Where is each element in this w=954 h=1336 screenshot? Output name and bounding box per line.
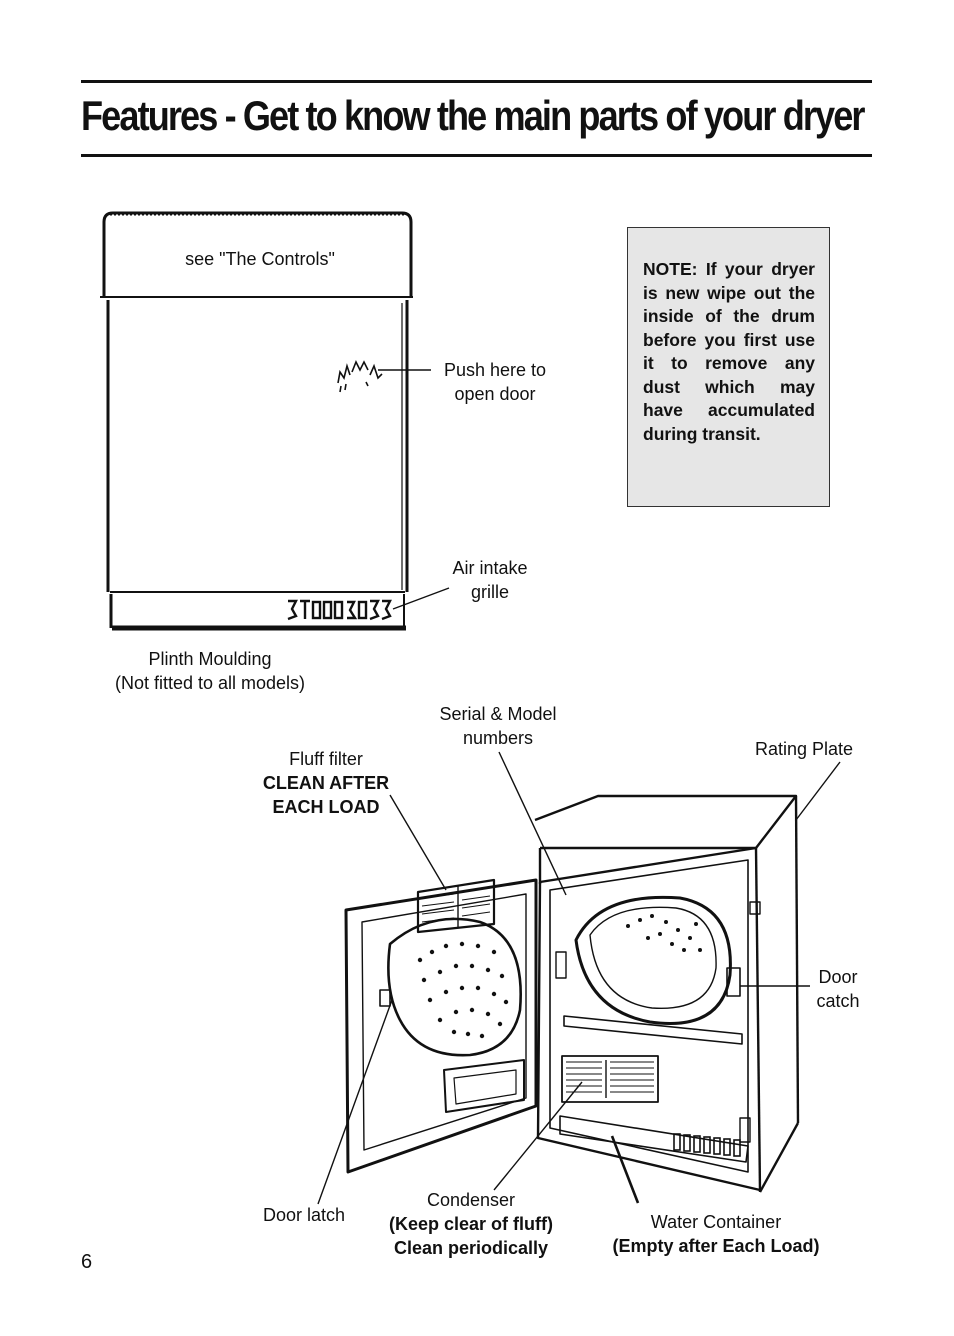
plinth-label-line-2: (Not fitted to all models) [114,673,306,693]
fluff-filter-label-line-1: Fluff filter [289,749,363,769]
control-buttons-row [673,1133,741,1157]
door-push-icon [337,360,383,393]
title-rule-bottom [81,154,872,157]
page-title: Features - Get to know the main parts of… [81,92,865,139]
fluff-filter-lines [421,887,491,923]
push-door-label-line-2: open door [454,384,536,404]
serial-model-label-line-2: numbers [462,728,534,748]
door-catch-label-line-2: catch [816,991,860,1011]
water-container-label: Water Container (Empty after Each Load) [596,1210,836,1258]
push-door-label-line-1: Push here to [443,360,547,380]
air-intake-label: Air intake grille [430,556,550,604]
air-intake-grille-icon [287,599,392,621]
plinth-label-line-1: Plinth Moulding [148,649,272,669]
fluff-filter-label: Fluff filter CLEAN AFTER EACH LOAD [246,747,406,819]
push-door-label: Push here to open door [425,358,565,406]
note-box: NOTE: If your dryer is new wipe out the … [627,227,830,507]
door-catch-label-line-1: Door [818,967,858,987]
condenser-grille-lines [566,1061,654,1093]
serial-model-label: Serial & Model numbers [418,702,578,750]
page-number: 6 [81,1251,93,1273]
water-container-label-line-1: Water Container [650,1212,782,1232]
drum-perforation-dots [626,914,702,952]
air-intake-label-line-2: grille [470,582,509,602]
front-view-leader-lines [378,369,450,610]
door-latch-label: Door latch [262,1205,346,1225]
rating-plate-label: Rating Plate [754,739,854,759]
door-filter-dots [417,941,509,1039]
controls-label: see "The Controls" [185,249,335,269]
open-view-leader-lines [317,751,841,1205]
condenser-label: Condenser (Keep clear of fluff) Clean pe… [370,1188,572,1260]
dryer-open-view [344,794,800,1193]
door-catch-label: Door catch [800,965,876,1013]
water-container-instruction: (Empty after Each Load) [612,1236,820,1256]
note-text: NOTE: If your dryer is new wipe out the … [643,259,815,444]
dryer-front-view [100,211,413,631]
plinth-label: Plinth Moulding (Not fitted to all model… [95,647,325,695]
condenser-label-line-1: Condenser [426,1190,516,1210]
serial-model-label-line-1: Serial & Model [439,704,557,724]
condenser-instruction-line-1: (Keep clear of fluff) [388,1214,553,1234]
air-intake-label-line-1: Air intake [452,558,528,578]
fluff-filter-instruction-line-1: CLEAN AFTER [262,773,390,793]
title-rule-top [81,80,872,83]
fluff-filter-instruction-line-2: EACH LOAD [272,797,380,817]
condenser-instruction-line-2: Clean periodically [393,1238,549,1258]
